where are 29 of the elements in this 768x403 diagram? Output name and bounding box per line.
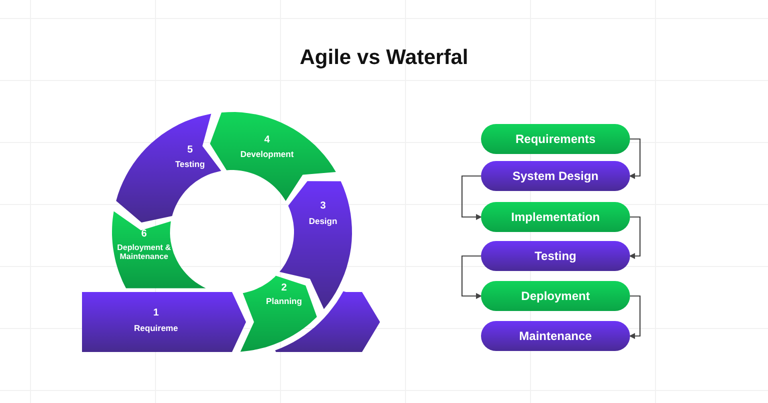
step-label: Testing [175,160,205,170]
step-number: 3 [320,200,326,212]
step-number: 2 [281,282,287,294]
connector-arrow [629,295,641,339]
cycle-segment [116,114,222,222]
step-pill: System Design [481,161,630,191]
connector-arrow [461,175,482,220]
step-label: Development [240,150,294,160]
step-pill: Maintenance [481,321,630,351]
step-pill: Implementation [481,202,630,232]
step-label: Design [308,217,338,227]
cycle-segment [112,211,206,288]
step-pill: Requirements [481,124,630,154]
cycle-segment [240,276,317,352]
step-number: 5 [187,144,193,156]
step-label: Deployment & Maintenance [116,242,172,262]
step-number: 6 [141,228,147,240]
cycle-segment [210,112,336,201]
step-label: Requireme [134,324,178,334]
step-number: 4 [264,134,270,146]
connector-arrow [461,255,482,299]
connector-arrow [629,138,641,179]
title: Agile vs Waterfal [298,46,470,70]
step-number: 1 [153,307,159,319]
step-pill: Testing [481,241,630,271]
step-label: Planning [266,297,302,307]
connector-arrow [629,216,641,259]
step-pill: Deployment [481,281,630,311]
cycle-segment [82,292,246,352]
